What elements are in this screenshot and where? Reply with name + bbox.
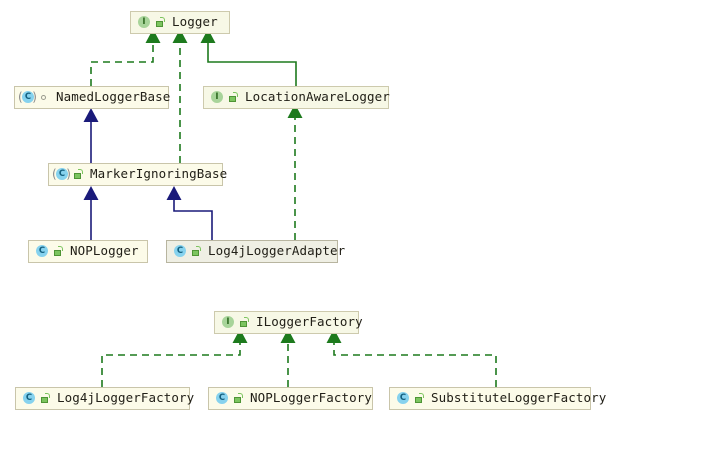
class-icon: C [214, 391, 229, 406]
uml-node-label: NamedLoggerBase [56, 89, 171, 105]
edge-realization [333, 342, 497, 387]
uml-node-ilogger_factory[interactable]: I ILoggerFactory [214, 311, 363, 334]
uml-node-marker_ignoring_base[interactable]: ()C MarkerIgnoringBase [48, 163, 227, 186]
unlocked-padlock-icon [413, 392, 425, 405]
arrowhead [166, 186, 182, 200]
uml-node-label: NOPLogger [70, 243, 139, 259]
interface-icon: I [136, 15, 151, 30]
interface-icon: I [220, 315, 235, 330]
abstract-class-icon: ()C [52, 167, 71, 181]
uml-node-label: SubstituteLoggerFactory [431, 390, 607, 406]
uml-node-logger[interactable]: I Logger [130, 11, 230, 34]
uml-node-substitute_logger_factory[interactable]: C SubstituteLoggerFactory [389, 387, 606, 410]
class-icon: C [395, 391, 410, 406]
interface-icon: I [209, 90, 224, 105]
uml-node-label: Log4jLoggerFactory [57, 390, 195, 406]
uml-node-label: LocationAwareLogger [245, 89, 390, 105]
unlocked-padlock-icon [232, 392, 244, 405]
class-icon: C [21, 391, 36, 406]
package-private-icon [38, 91, 50, 104]
unlocked-padlock-icon [190, 245, 202, 258]
uml-node-label: Logger [172, 14, 218, 30]
class-icon: C [34, 244, 49, 259]
class-icon: C [172, 244, 187, 259]
unlocked-padlock-icon [154, 16, 166, 29]
uml-node-label: NOPLoggerFactory [250, 390, 373, 406]
arrowhead [83, 186, 99, 200]
unlocked-padlock-icon [227, 91, 239, 104]
edge-realization [101, 342, 241, 387]
unlocked-padlock-icon [52, 245, 64, 258]
uml-node-named_logger_base[interactable]: ()C NamedLoggerBase [14, 86, 171, 109]
unlocked-padlock-icon [39, 392, 51, 405]
uml-node-log4j_logger_adapter[interactable]: C Log4jLoggerAdapter [166, 240, 345, 263]
unlocked-padlock-icon [72, 168, 84, 181]
edge-realization [90, 42, 154, 86]
uml-node-nop_logger_factory[interactable]: C NOPLoggerFactory [208, 387, 373, 410]
uml-node-label: ILoggerFactory [256, 314, 363, 330]
uml-node-label: MarkerIgnoringBase [90, 166, 228, 182]
uml-node-log4j_logger_factory[interactable]: C Log4jLoggerFactory [15, 387, 194, 410]
uml-node-nop_logger[interactable]: C NOPLogger [28, 240, 148, 263]
unlocked-padlock-icon [238, 316, 250, 329]
edge-generalization [173, 199, 213, 240]
uml-node-location_aware_logger[interactable]: I LocationAwareLogger [203, 86, 390, 109]
arrowhead [83, 108, 99, 122]
uml-node-label: Log4jLoggerAdapter [208, 243, 346, 259]
edge-generalization [207, 42, 297, 86]
abstract-class-icon: ()C [18, 90, 37, 104]
